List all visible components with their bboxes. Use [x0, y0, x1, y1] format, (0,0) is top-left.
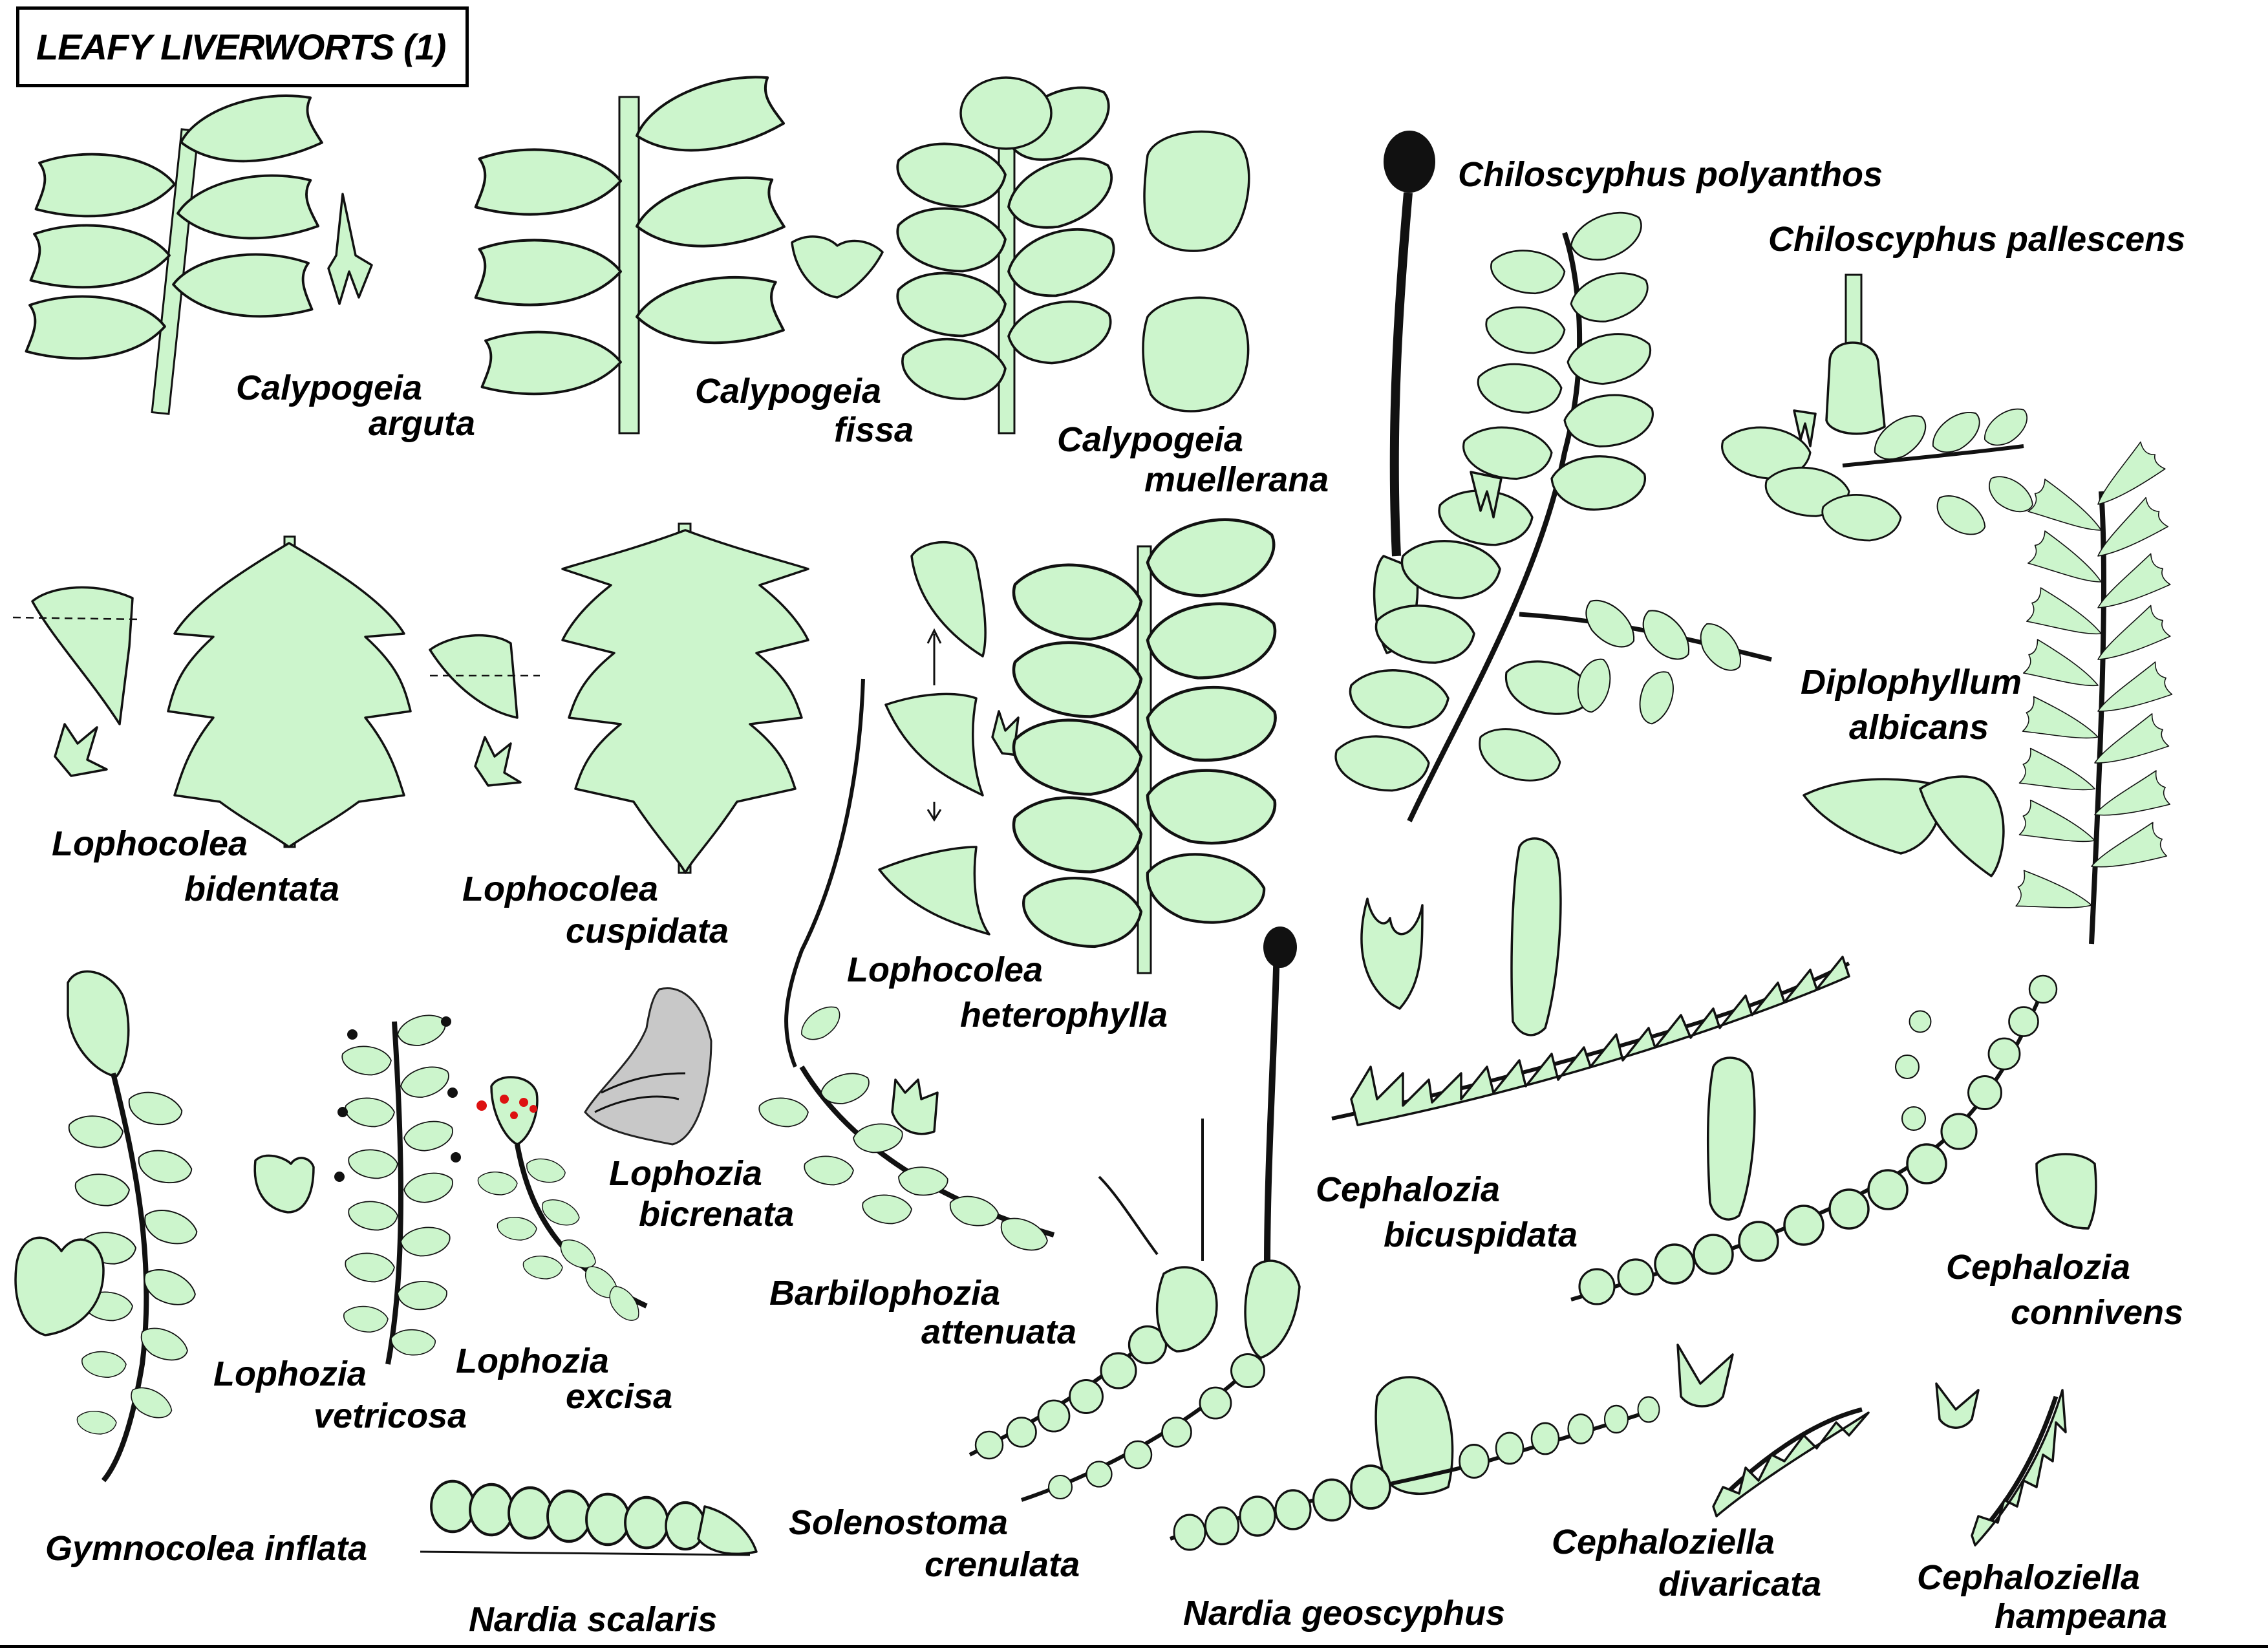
- label-lophocolea-bidentata-genus: Lophocolea: [52, 824, 248, 863]
- label-lophozia-vetricosa-epithet: vetricosa: [314, 1397, 467, 1435]
- nardia-geoscyphus-drawing: [1169, 1376, 1660, 1551]
- lophozia-bicrenata-drawing: [584, 987, 712, 1146]
- chiloscyphus-pallescens-drawing: [1721, 273, 2038, 546]
- label-calypogeia-arguta-genus: Calypogeia: [236, 369, 423, 407]
- label-cephalozia-bicuspidata-epithet: bicuspidata: [1384, 1216, 1578, 1254]
- label-calypogeia-fissa-genus: Calypogeia: [695, 372, 882, 411]
- label-lophocolea-cuspidata-genus: Lophocolea: [462, 870, 659, 908]
- chiloscyphus-polyanthos-drawing: [1334, 131, 1772, 822]
- label-chiloscyphus-pallescens: Chiloscyphus pallescens: [1768, 220, 2186, 259]
- label-calypogeia-arguta-epithet: arguta: [369, 404, 476, 443]
- label-diplophyllum-albicans-genus: Diplophyllum: [1801, 663, 2022, 702]
- bottom-border-line: [0, 1645, 2268, 1648]
- lophocolea-heterophylla-drawing: [878, 515, 1279, 974]
- label-gymnocolea-inflata: Gymnocolea inflata: [45, 1529, 368, 1568]
- label-cephalozia-connivens-genus: Cephalozia: [1946, 1248, 2131, 1287]
- cephaloziella-divaricata-drawing: [1676, 1344, 1870, 1517]
- barbilophozia-attenuata-drawing: [758, 678, 1055, 1260]
- calypogeia-muellerana-drawing: [896, 75, 1250, 434]
- label-barbilophozia-attenuata-epithet: attenuata: [921, 1312, 1077, 1351]
- label-lophocolea-heterophylla-genus: Lophocolea: [847, 950, 1043, 989]
- cephalozia-bicuspidata-drawing: [1331, 837, 1850, 1126]
- lophozia-excisa-drawing: [476, 1076, 648, 1327]
- label-cephaloziella-hampeana-epithet: hampeana: [1995, 1597, 2168, 1636]
- lophozia-vetricosa-drawing: [334, 1011, 461, 1365]
- label-cephalozia-connivens-epithet: connivens: [2011, 1293, 2184, 1332]
- label-cephaloziella-hampeana-genus: Cephaloziella: [1917, 1558, 2141, 1597]
- label-lophozia-excisa-genus: Lophozia: [456, 1342, 609, 1380]
- label-cephaloziella-divaricata-epithet: divaricata: [1658, 1565, 1822, 1603]
- label-nardia-geoscyphus: Nardia geoscyphus: [1183, 1594, 1506, 1633]
- label-solenostoma-crenulata-genus: Solenostoma: [789, 1503, 1009, 1542]
- label-calypogeia-fissa-epithet: fissa: [834, 411, 914, 449]
- diplophyllum-albicans-drawing: [1803, 439, 2174, 945]
- gymnocolea-inflata-drawing: [14, 970, 315, 1483]
- label-lophocolea-bidentata-epithet: bidentata: [184, 870, 340, 908]
- label-calypogeia-muellerana-genus: Calypogeia: [1057, 420, 1244, 459]
- calypogeia-fissa-drawing: [476, 68, 884, 434]
- plate-title: LEAFY LIVERWORTS (1): [36, 27, 446, 67]
- label-chiloscyphus-polyanthos: Chiloscyphus polyanthos: [1458, 155, 1883, 194]
- cephaloziella-hampeana-drawing: [1935, 1382, 2067, 1547]
- label-cephalozia-bicuspidata-genus: Cephalozia: [1316, 1170, 1501, 1209]
- label-cephaloziella-divaricata-genus: Cephaloziella: [1552, 1523, 1775, 1561]
- solenostoma-crenulata-drawing: [968, 927, 1301, 1502]
- label-lophozia-excisa-epithet: excisa: [566, 1377, 673, 1416]
- label-lophozia-bicrenata-epithet: bicrenata: [639, 1195, 795, 1234]
- label-lophozia-bicrenata-genus: Lophozia: [609, 1154, 762, 1193]
- label-diplophyllum-albicans-epithet: albicans: [1849, 708, 1989, 747]
- lophocolea-cuspidata-drawing: [429, 522, 809, 874]
- calypogeia-arguta-drawing: [25, 87, 373, 415]
- lophocolea-bidentata-drawing: [12, 535, 412, 848]
- label-nardia-scalaris: Nardia scalaris: [469, 1600, 718, 1639]
- label-lophozia-vetricosa-genus: Lophozia: [213, 1355, 367, 1393]
- label-lophocolea-cuspidata-epithet: cuspidata: [566, 912, 729, 950]
- nardia-scalaris-drawing: [420, 1481, 758, 1556]
- cephalozia-connivens-drawing: [1570, 974, 2097, 1305]
- plate-title-box: LEAFY LIVERWORTS (1): [16, 6, 469, 87]
- label-lophocolea-heterophylla-epithet: heterophylla: [960, 996, 1168, 1034]
- label-solenostoma-crenulata-epithet: crenulata: [925, 1545, 1080, 1584]
- label-barbilophozia-attenuata-genus: Barbilophozia: [769, 1274, 1001, 1312]
- label-calypogeia-muellerana-epithet: muellerana: [1144, 460, 1329, 499]
